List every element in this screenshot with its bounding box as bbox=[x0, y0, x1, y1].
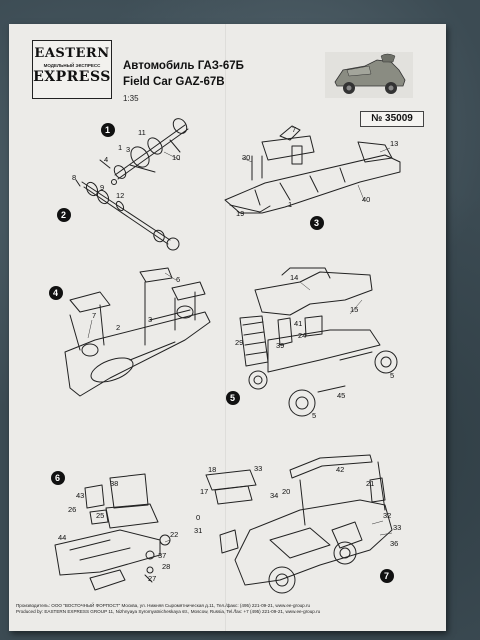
svg-text:7: 7 bbox=[384, 571, 389, 581]
step-5-drawing bbox=[239, 267, 398, 417]
part-label: 7 bbox=[92, 311, 96, 320]
svg-text:1: 1 bbox=[105, 125, 110, 135]
box-art-car-sketch bbox=[325, 52, 413, 98]
step-5-badge: 5 bbox=[226, 391, 240, 405]
part-label: 2 bbox=[116, 323, 120, 332]
svg-text:2: 2 bbox=[61, 210, 66, 220]
part-label: 20 bbox=[282, 487, 290, 496]
part-label: 5 bbox=[390, 371, 394, 380]
part-label: 30 bbox=[242, 153, 250, 162]
part-label: 38 bbox=[110, 479, 118, 488]
footer-line-ru: Производитель: ООО "ВОСТОЧНЫЙ ФОРПОСТ" М… bbox=[16, 603, 311, 608]
part-label: 26 bbox=[68, 505, 76, 514]
part-label: 13 bbox=[390, 139, 398, 148]
part-label: 18 bbox=[208, 465, 216, 474]
part-label: 1 bbox=[118, 143, 122, 152]
part-label: 17 bbox=[200, 487, 208, 496]
part-label: 7 bbox=[292, 125, 296, 134]
part-label: 8 bbox=[72, 173, 76, 182]
step-3-badge: 3 bbox=[310, 216, 324, 230]
step-2-drawing bbox=[75, 179, 180, 251]
part-label: 11 bbox=[138, 128, 146, 137]
part-label: 44 bbox=[58, 533, 66, 542]
svg-text:3: 3 bbox=[314, 218, 319, 228]
step-3-drawing bbox=[224, 125, 401, 214]
part-label: 39 bbox=[276, 341, 284, 350]
part-label: 19 bbox=[236, 209, 244, 218]
part-label: 27 bbox=[148, 574, 156, 583]
title-english: Field Car GAZ-67B bbox=[123, 76, 225, 88]
leader-lines bbox=[87, 147, 393, 543]
part-label: 40 bbox=[362, 195, 370, 204]
svg-text:6: 6 bbox=[55, 473, 60, 483]
part-label: 0 bbox=[196, 513, 200, 522]
part-label: 33 bbox=[254, 464, 262, 473]
step-7-drawing bbox=[205, 454, 393, 594]
step-7-badge: 7 bbox=[380, 569, 394, 583]
part-label: 28 bbox=[162, 562, 170, 571]
step-6-drawing bbox=[54, 473, 171, 591]
part-label: 3 bbox=[148, 315, 152, 324]
part-label: 36 bbox=[390, 539, 398, 548]
logo-line-3: EXPRESS bbox=[33, 69, 111, 85]
part-label: 29 bbox=[235, 338, 243, 347]
part-number-labels: 1 11 3 4 10 8 9 12 7 30 13 19 1 40 6 7 3… bbox=[58, 125, 401, 583]
part-label: 5 bbox=[312, 411, 316, 420]
part-label: 34 bbox=[270, 491, 278, 500]
part-label: 37 bbox=[158, 551, 166, 560]
part-label: 31 bbox=[194, 526, 202, 535]
step-1-drawing bbox=[99, 118, 189, 185]
part-label: 4 bbox=[104, 155, 108, 164]
title-russian: Автомобиль ГАЗ-67Б bbox=[123, 60, 244, 72]
kit-number-box: № 35009 bbox=[360, 111, 424, 127]
svg-text:5: 5 bbox=[230, 393, 235, 403]
part-label: 42 bbox=[336, 465, 344, 474]
part-label: 1 bbox=[288, 200, 292, 209]
part-label: 25 bbox=[96, 511, 104, 520]
part-label: 10 bbox=[172, 153, 180, 162]
step-4-badge: 4 bbox=[49, 286, 63, 300]
svg-text:4: 4 bbox=[53, 288, 58, 298]
part-label: 24 bbox=[298, 331, 306, 340]
part-label: 33 bbox=[393, 523, 401, 532]
part-label: 12 bbox=[116, 191, 124, 200]
part-label: 6 bbox=[176, 275, 180, 284]
part-label: 32 bbox=[383, 511, 391, 520]
part-label: 43 bbox=[76, 491, 84, 500]
part-label: 22 bbox=[170, 530, 178, 539]
part-label: 41 bbox=[294, 319, 302, 328]
part-label: 21 bbox=[366, 479, 374, 488]
footer-line-en: Produced by: EASTERN EXPRESS GROUP 11, N… bbox=[16, 609, 321, 614]
part-label: 14 bbox=[290, 273, 298, 282]
part-label: 45 bbox=[337, 391, 345, 400]
eastern-express-logo: EASTERN МОДЕЛЬНЫЙ ЭКСПРЕСС EXPRESS bbox=[32, 40, 112, 99]
step-2-badge: 2 bbox=[57, 208, 71, 222]
logo-line-2: МОДЕЛЬНЫЙ ЭКСПРЕСС bbox=[43, 63, 101, 68]
step-6-badge: 6 bbox=[51, 471, 65, 485]
scale-label: 1:35 bbox=[123, 94, 139, 103]
sheet-fold bbox=[225, 24, 226, 631]
part-label: 3 bbox=[126, 145, 130, 154]
logo-line-1: EASTERN bbox=[34, 46, 110, 61]
step-number-badges: 1 2 3 4 5 6 7 bbox=[49, 123, 394, 583]
step-4-drawing bbox=[64, 267, 211, 397]
part-label: 9 bbox=[100, 183, 104, 192]
manufacturer-footer: Производитель: ООО "ВОСТОЧНЫЙ ФОРПОСТ" М… bbox=[16, 603, 436, 615]
step-1-badge: 1 bbox=[101, 123, 115, 137]
